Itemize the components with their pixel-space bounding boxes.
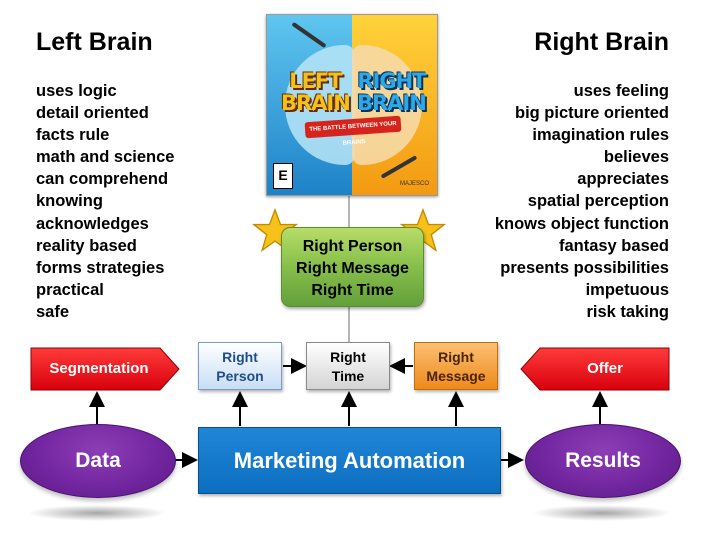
box-line: Person [216,368,264,384]
cover-title-right: RIGHT BRAIN [357,69,427,115]
right-brain-heading: Right Brain [534,28,669,56]
box-line: Right [438,349,474,365]
list-item: acknowledges [36,214,149,233]
offer-arrow-shape [520,347,670,391]
list-item: risk taking [586,302,669,321]
list-item: big picture oriented [514,104,669,123]
game-cover-image: LEFT BRAIN RIGHT BRAIN THE BATTLE BETWEE… [266,14,438,196]
list-item: safe [36,302,70,321]
center-box-line: Right Person [302,238,403,255]
list-item: detail oriented [36,104,149,123]
list-item: uses logic [36,82,117,100]
box-line: Time [331,368,365,384]
list-item: facts rule [36,126,110,145]
list-item: uses feeling [573,82,669,100]
list-item: believes [603,148,669,167]
box-line: Message [426,368,486,384]
right-person-message-time-box: Right Person Right Message Right Time [281,227,424,307]
list-item: practical [36,280,104,299]
box-line: Right [222,349,258,365]
box-line: Right [330,349,366,365]
data-shadow [27,505,167,521]
right-message-box: Right Message [414,342,498,390]
offer-label: Offer [587,360,623,377]
list-item: imagination rules [532,126,669,145]
list-item: appreciates [577,170,669,189]
star-icon-left [252,208,298,253]
esrb-rating-badge: E [273,163,293,189]
center-box-line: Right Time [311,282,394,299]
right-person-box: Right Person [198,342,282,390]
list-item: math and science [36,148,175,167]
list-item: knows object function [494,214,669,233]
results-shadow [532,505,672,521]
center-box-line: Right Message [296,260,409,277]
list-item: reality based [36,236,137,255]
list-item: knowing [36,192,103,211]
list-item: impetuous [585,280,669,299]
results-ellipse: Results [525,424,681,498]
cover-title-left: LEFT BRAIN [281,69,351,115]
left-brain-heading: Left Brain [36,28,153,56]
left-brain-list: uses logic detail oriented facts rule ma… [36,80,174,323]
right-brain-list: uses feeling big picture oriented imagin… [495,80,669,323]
marketing-automation-box: Marketing Automation [198,427,501,494]
list-item: spatial perception [527,192,669,211]
list-item: fantasy based [558,236,669,255]
right-time-box: Right Time [306,342,390,390]
segmentation-arrow-shape [30,347,180,391]
data-ellipse: Data [20,424,176,498]
segmentation-label: Segmentation [49,360,149,377]
list-item: forms strategies [36,258,165,277]
publisher-logo: MAJESCO [399,181,429,187]
list-item: presents possibilities [500,258,669,277]
list-item: can comprehend [36,170,169,189]
